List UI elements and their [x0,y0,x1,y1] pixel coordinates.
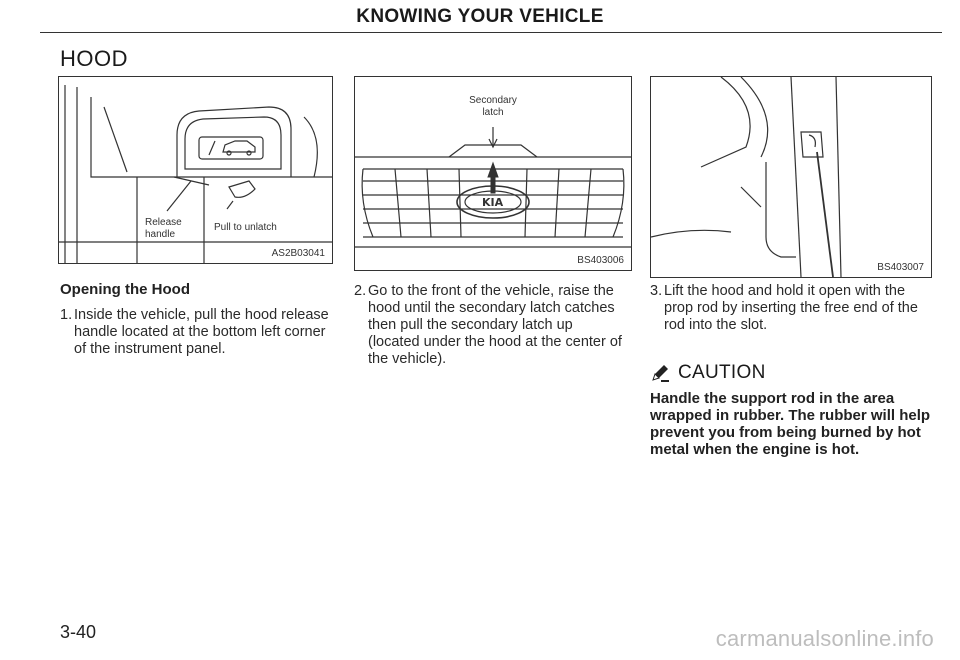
figure-prop-rod: BS403007 [650,76,932,278]
section-title: HOOD [60,46,128,71]
watermark: carmanualsonline.info [715,626,934,651]
release-handle-label: Release handle [145,217,182,240]
step-3: 3. Lift the hood and hold it open with t… [650,283,930,334]
step-number: 1. [60,307,73,323]
page-header: KNOWING YOUR VEHICLE [0,0,960,34]
step-2: 2. Go to the front of the vehicle, raise… [354,283,624,368]
figure-code: BS403006 [575,255,626,266]
step-text: Inside the vehicle, pull the hood releas… [74,307,329,357]
prop-rod-illustration [651,77,842,277]
secondary-latch-label: Secondary latch [469,95,517,118]
figure-secondary-latch: KIA Secondary latch BS403006 [354,76,632,271]
grille-illustration: KIA [355,127,631,248]
opening-the-hood-heading: Opening the Hood [60,281,190,298]
svg-text:KIA: KIA [482,196,504,209]
step-text: Lift the hood and hold it open with the … [664,283,918,333]
page-number: 3-40 [60,622,97,642]
figure-release-handle: Release handle Pull to unlatch AS2B03041 [58,76,333,264]
pull-to-unlatch-label: Pull to unlatch [214,222,277,233]
release-handle-illustration [59,85,332,263]
header-title: KNOWING YOUR VEHICLE [356,6,604,27]
figure-code: AS2B03041 [269,248,327,259]
caution-text: Handle the support rod in the area wrapp… [650,390,931,458]
caution-pencil-icon [650,363,670,383]
caution-title: CAUTION [678,362,766,383]
header-rule [40,32,942,33]
step-number: 2. [354,283,367,299]
figure-code: BS403007 [875,262,926,273]
caution-heading: CAUTION [650,362,766,384]
step-number: 3. [650,283,663,299]
step-text: Go to the front of the vehicle, raise th… [368,283,622,367]
step-1: 1. Inside the vehicle, pull the hood rel… [60,307,330,358]
